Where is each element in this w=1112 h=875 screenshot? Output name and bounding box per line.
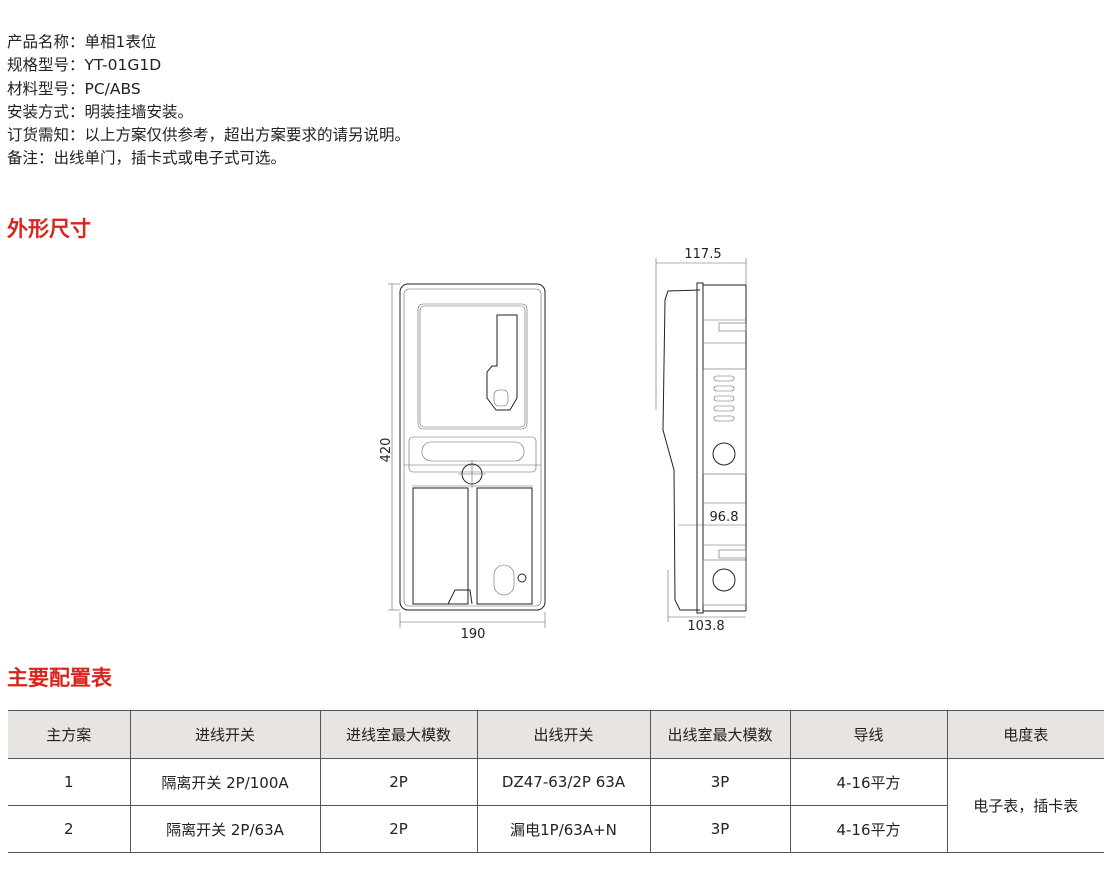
table-row: 2 隔离开关 2P/63A 2P 漏电1P/63A+N 3P 4-16平方: [8, 805, 1104, 853]
table-cell: DZ47-63/2P 63A: [476, 758, 650, 806]
table-cell: 1: [8, 758, 130, 806]
meter-cell: 电子表，插卡表: [946, 758, 1104, 853]
front-height-label: 420: [379, 438, 394, 463]
dimension-drawings: 420 190 117.5 96.8 103.8: [379, 247, 747, 642]
table-row: 1 隔离开关 2P/100A 2P DZ47-63/2P 63A 3P 4-16…: [8, 758, 1104, 853]
col-header: 导线: [789, 710, 947, 759]
table-cell: 3P: [649, 758, 790, 806]
config-heading: 主要配置表: [7, 666, 112, 690]
table-cell: 2: [8, 805, 130, 853]
side-depth-mid-label: 96.8: [710, 510, 739, 525]
dimensions-heading: 外形尺寸: [7, 217, 91, 241]
col-header: 出线开关: [476, 710, 650, 759]
info-install: 安装方式：明装挂墙安装。: [7, 102, 194, 121]
side-depth-total-label: 117.5: [684, 247, 721, 262]
front-width-label: 190: [461, 627, 486, 642]
info-model: 规格型号：YT-01G1D: [7, 56, 162, 75]
info-name: 产品名称：单相1表位: [7, 33, 157, 51]
product-info: 产品名称：单相1表位 规格型号：YT-01G1D 材料型号：PC/ABS 安装方…: [7, 31, 410, 171]
table-cell: 隔离开关 2P/100A: [129, 758, 320, 806]
table-cell: 4-16平方: [789, 758, 947, 806]
table-cell: 2P: [319, 805, 477, 853]
info-material: 材料型号：PC/ABS: [7, 79, 141, 98]
col-header: 主方案: [8, 710, 130, 759]
table-cell: 4-16平方: [789, 805, 947, 853]
info-order: 订货需知：以上方案仅供参考，超出方案要求的请另说明。: [7, 126, 411, 145]
col-header: 进线开关: [129, 710, 320, 759]
table-cell: 3P: [649, 805, 790, 853]
info-note: 备注：出线单门，插卡式或电子式可选。: [7, 149, 287, 168]
table-header-row: 主方案 进线开关 进线室最大模数 出线开关 出线室最大模数 导线 电度表: [8, 710, 1104, 759]
table-cell: 2P: [319, 758, 477, 806]
side-view-drawing: 117.5 96.8 103.8: [655, 247, 747, 634]
front-view-drawing: 420 190: [379, 283, 546, 642]
table-cell: 隔离开关 2P/63A: [129, 805, 320, 853]
config-table: 主方案 进线开关 进线室最大模数 出线开关 出线室最大模数 导线 电度表 1 隔…: [8, 710, 1104, 853]
col-header: 进线室最大模数: [319, 710, 477, 759]
side-depth-bottom-label: 103.8: [687, 619, 724, 634]
table-cell: 漏电1P/63A+N: [476, 805, 650, 853]
col-header: 出线室最大模数: [649, 710, 790, 759]
col-header: 电度表: [946, 710, 1104, 759]
